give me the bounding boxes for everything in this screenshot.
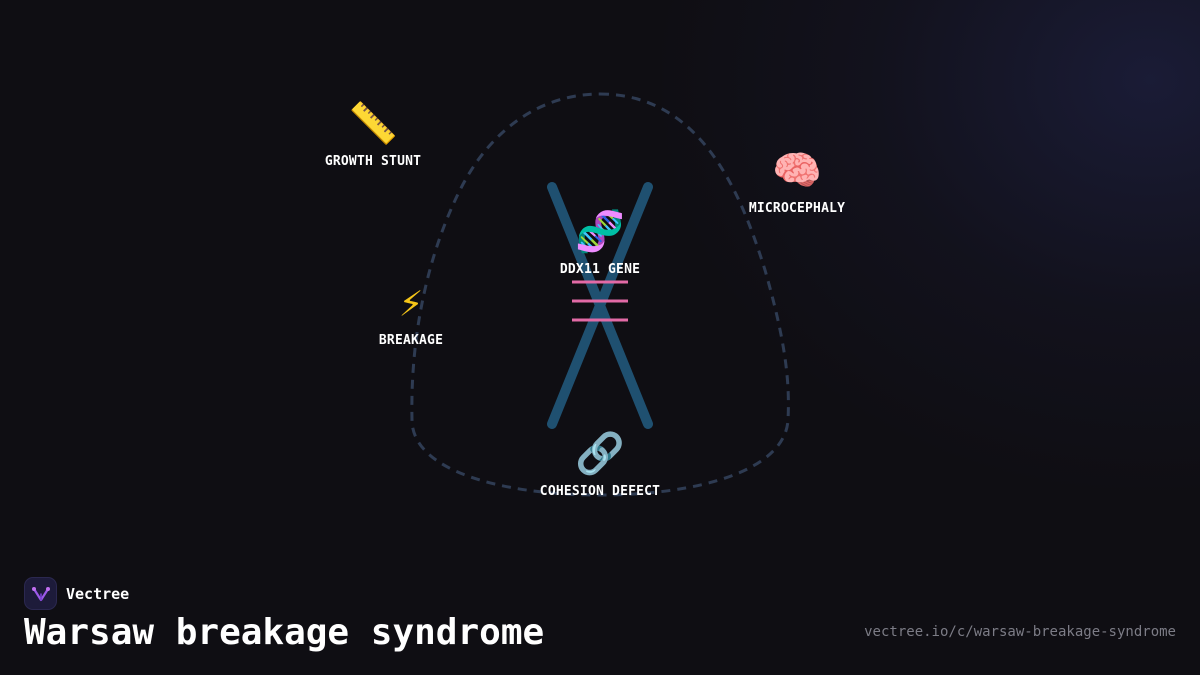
lightning-icon: ⚡ [398,280,424,326]
node-label: GROWTH STUNT [324,154,422,169]
dna-icon: 🧬 [575,209,625,255]
chromatid-right [547,182,653,429]
link-icon: 🔗 [575,431,625,477]
page-title: Warsaw breakage syndrome [24,612,545,653]
vectree-logo-icon [24,577,57,610]
node-label: COHESION DEFECT [539,484,661,499]
node-label: MICROCEPHALY [748,201,846,216]
node-label: DDX11 GENE [559,262,641,277]
node-label: BREAKAGE [378,333,444,348]
brand-name: Vectree [66,584,130,603]
node-microcephaly: 🧠 MICROCEPHALY [749,147,845,216]
cell-outline [410,92,790,497]
brain-icon: 🧠 [772,148,822,194]
node-growth-stunt: 📏 GROWTH STUNT [325,100,421,169]
ruler-icon: 📏 [348,101,398,147]
node-cohesion-defect: 🔗 COHESION DEFECT [540,430,660,499]
page-url[interactable]: vectree.io/c/warsaw-breakage-syndrome [864,624,1176,640]
brand: Vectree [24,577,129,610]
node-breakage: ⚡ BREAKAGE [379,279,443,348]
node-ddx11-gene: 🧬 DDX11 GENE [560,208,640,277]
